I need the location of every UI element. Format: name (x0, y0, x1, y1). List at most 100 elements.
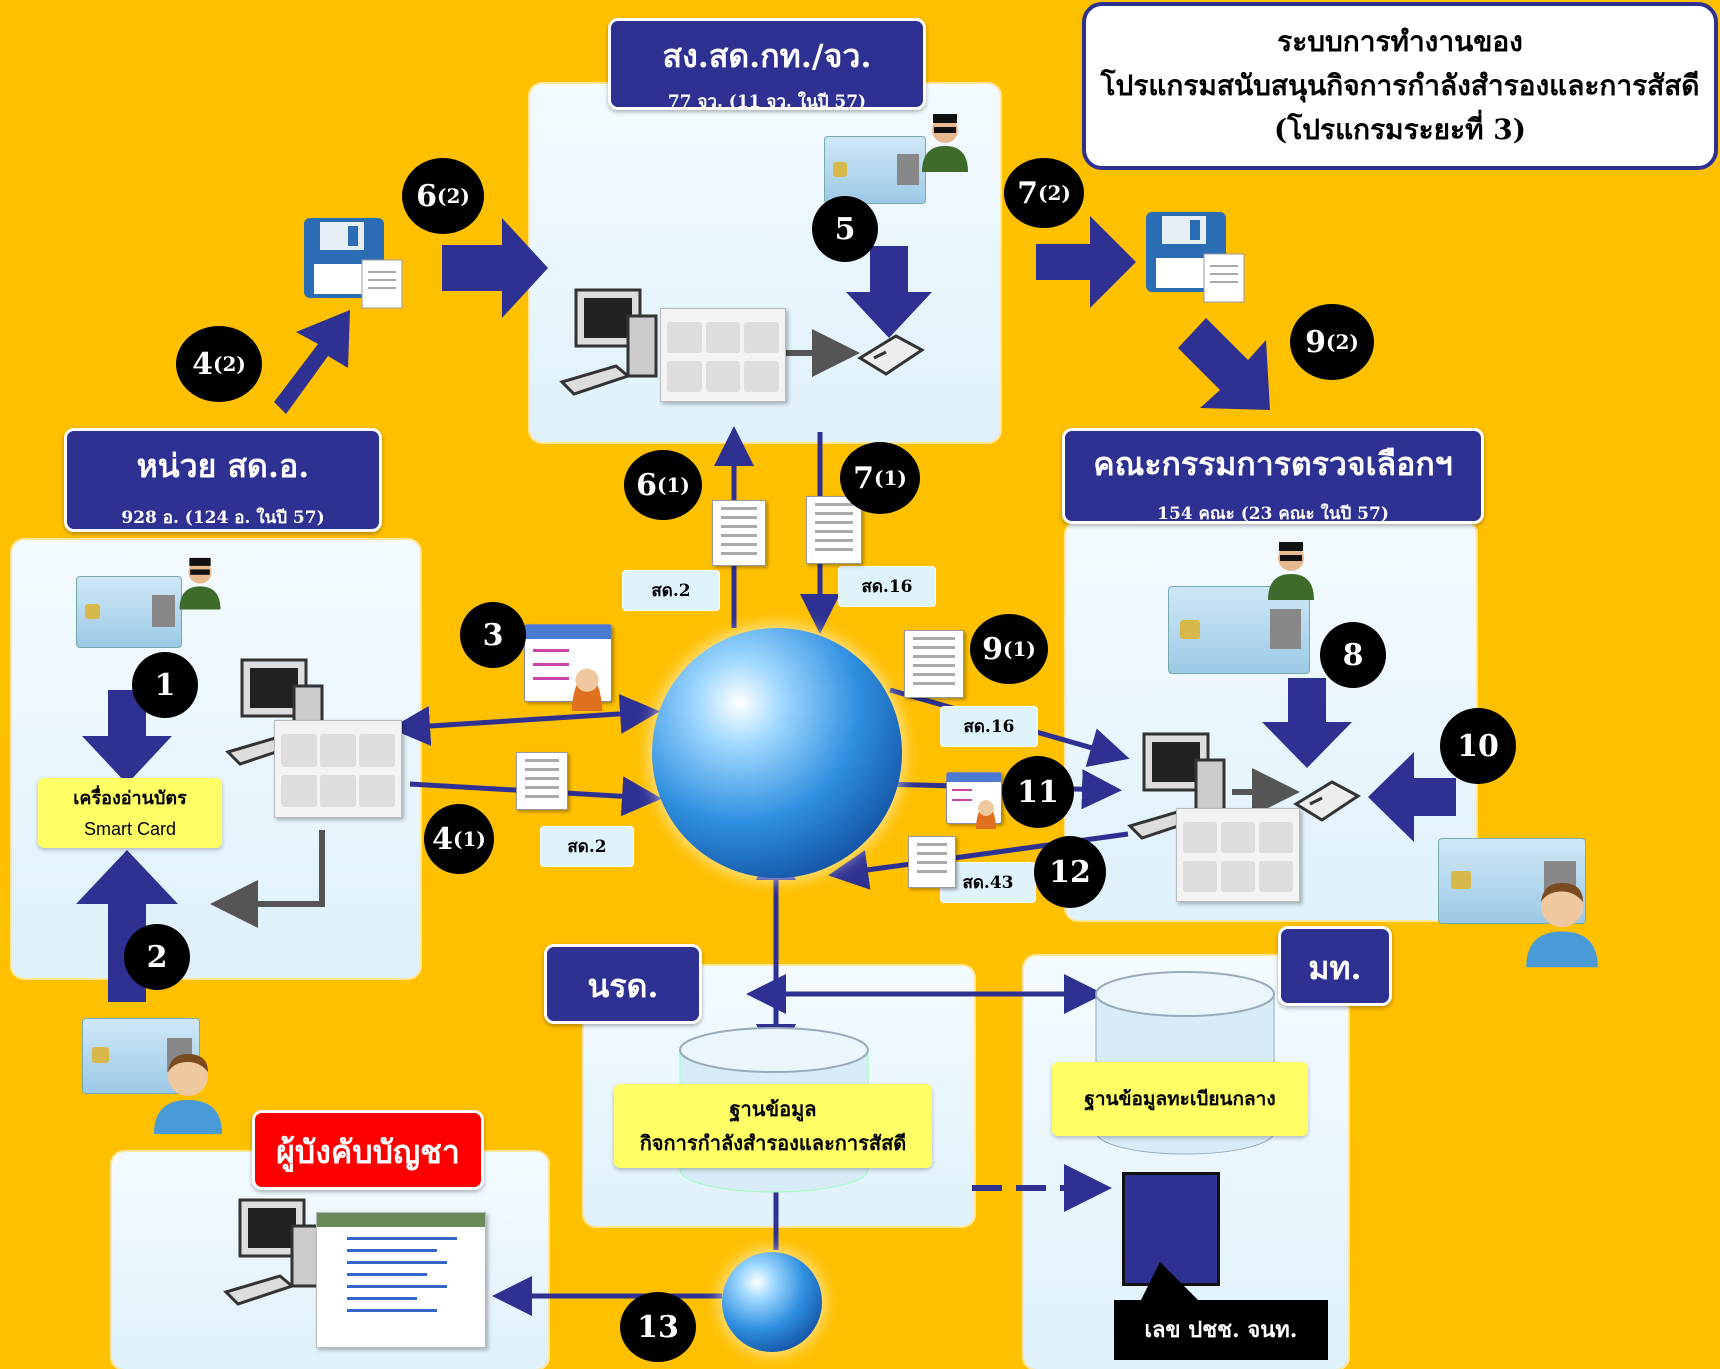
moi-db-line-1: ฐานข้อมูลทะเบียนกลาง (1084, 1088, 1276, 1110)
officer-icon (179, 557, 221, 610)
step-5-badge: 5 (812, 196, 878, 262)
arrow-5-down (846, 246, 932, 338)
nrd-db-line-1: ฐานข้อมูล (729, 1097, 817, 1121)
step-12-number: 12 (1049, 854, 1091, 890)
moi-header: มท. (1278, 926, 1392, 1006)
step-11-badge: 11 (1002, 756, 1074, 828)
computer-icon (559, 288, 658, 396)
floppy-disk-icon (304, 218, 403, 309)
step-10-badge: 10 (1440, 708, 1516, 784)
id-card-icon (76, 576, 182, 648)
id-callout-pointer (1140, 1262, 1200, 1302)
step-3-number: 3 (482, 617, 504, 653)
floppy-disk-icon (1146, 212, 1245, 303)
commander-header: ผู้บังคับบัญชา (252, 1110, 484, 1190)
district-title: หน่วย สด.อ. (136, 447, 310, 485)
province-header: สง.สด.กท./จว. 77 จว. (11 จว. ในปี 57) (608, 18, 926, 112)
user-profile-icon (946, 772, 1002, 829)
step-9-1-badge: 9(1) (970, 614, 1048, 684)
form-sd16-label-a: สด.16 (838, 566, 936, 607)
arrow-6-2 (442, 218, 548, 318)
id-number-label: เลข ปชช. จนท. (1114, 1300, 1328, 1360)
arrow-2-up (76, 850, 178, 1002)
document-icon (908, 836, 956, 888)
step-4-2-number: 4 (192, 346, 214, 382)
step-8-number: 8 (1342, 637, 1364, 673)
district-subtitle: 928 อ. (124 อ. ในปี 57) (121, 508, 325, 528)
program-window-icon (274, 720, 402, 818)
officer-icon (922, 114, 968, 172)
step-4-2-badge: 4(2) (176, 326, 262, 402)
citizen-icon (1526, 883, 1598, 968)
document-icon (806, 496, 862, 564)
step-9-2-badge: 9(2) (1290, 304, 1374, 380)
form-sd2-label-b: สด.2 (540, 826, 634, 867)
step-12-badge: 12 (1034, 836, 1106, 908)
arrow-7-2 (1036, 216, 1136, 308)
step-1-number: 1 (154, 667, 176, 703)
step-6-2-badge: 6(2) (402, 158, 484, 234)
step-7-2-sub: (2) (1038, 181, 1071, 205)
moi-database-box: ฐานข้อมูลทะเบียนกลาง (1052, 1062, 1308, 1136)
title-line-1: ระบบการทำงานของ (1277, 25, 1523, 58)
arrow-10-left (1368, 752, 1456, 842)
web-report-page-icon (316, 1212, 486, 1348)
committee-subtitle: 154 คณะ (23 คณะ ในปี 57) (1157, 504, 1389, 524)
moi-title: มท. (1308, 949, 1362, 987)
step-6-1-badge: 6(1) (624, 450, 702, 520)
title-line-2: โปรแกรมสนับสนุนกิจการกำลังสำรองและการสัส… (1100, 69, 1700, 102)
form-sd2-label-a: สด.2 (622, 570, 720, 611)
smart-card-reader-box: เครื่องอ่านบัตร Smart Card (38, 778, 222, 848)
card-reader-icon (1293, 780, 1361, 822)
document-icon (712, 500, 766, 566)
internet-globe-icon (652, 628, 902, 878)
step-9-2-sub: (2) (1326, 330, 1359, 354)
step-13-number: 13 (637, 1309, 679, 1345)
nrd-database-box: ฐานข้อมูล กิจการกำลังสำรองและการสัสดี (614, 1084, 932, 1168)
arrow-4-2 (274, 310, 350, 414)
step-4-1-badge: 4(1) (424, 804, 494, 874)
step-2-badge: 2 (124, 924, 190, 990)
step-6-2-sub: (2) (437, 184, 470, 208)
user-profile-icon (524, 624, 612, 711)
officer-icon (1268, 542, 1314, 600)
step-6-1-sub: (1) (657, 473, 690, 497)
step-8-badge: 8 (1320, 622, 1386, 688)
step-13-badge: 13 (620, 1292, 696, 1362)
id-card-icon (1168, 586, 1310, 674)
card-reader-icon (857, 334, 925, 376)
step-7-1-badge: 7(1) (840, 442, 920, 514)
step-4-1-sub: (1) (453, 827, 486, 851)
step-5-number: 5 (834, 211, 856, 247)
step-9-1-number: 9 (982, 631, 1004, 667)
document-icon (516, 752, 568, 810)
step-1-badge: 1 (132, 652, 198, 718)
step-11-number: 11 (1017, 774, 1059, 810)
form-sd16-label-b: สด.16 (940, 706, 1038, 747)
nrd-title: นรด. (587, 967, 659, 1005)
step-6-1-number: 6 (636, 467, 658, 503)
document-icon (904, 630, 964, 698)
province-title: สง.สด.กท./จว. (662, 37, 872, 75)
program-window-icon (660, 308, 786, 402)
step-7-2-number: 7 (1017, 175, 1039, 211)
step-3-badge: 3 (460, 602, 526, 668)
reader-line-1: เครื่องอ่านบัตร (73, 788, 187, 809)
step-6-2-number: 6 (416, 178, 438, 214)
committee-title: คณะกรรมการตรวจเลือกฯ (1093, 445, 1453, 483)
step-4-2-sub: (2) (213, 352, 246, 376)
commander-title: ผู้บังคับบัญชา (276, 1133, 460, 1171)
step-7-2-badge: 7(2) (1004, 158, 1084, 228)
nrd-db-line-2: กิจการกำลังสำรองและการสัสดี (639, 1131, 907, 1155)
form-sd43-label: สด.43 (940, 862, 1036, 903)
step-7-1-number: 7 (853, 460, 875, 496)
title-line-3: (โปรแกรมระยะที่ 3) (1273, 113, 1527, 146)
step-10-number: 10 (1457, 728, 1499, 764)
reader-line-2: Smart Card (83, 819, 177, 839)
arrow-1-down (82, 690, 172, 784)
district-header: หน่วย สด.อ. 928 อ. (124 อ. ในปี 57) (64, 428, 382, 532)
step-4-1-number: 4 (432, 821, 454, 857)
id-card-icon (824, 136, 926, 204)
nrd-header: นรด. (544, 944, 702, 1024)
province-subtitle: 77 จว. (11 จว. ในปี 57) (667, 92, 867, 112)
